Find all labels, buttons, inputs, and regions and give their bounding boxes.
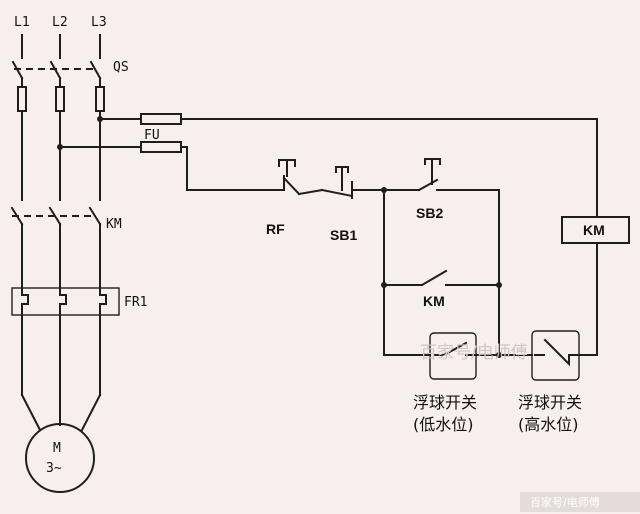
control-fuse-bottom xyxy=(140,141,182,153)
qs-switch xyxy=(11,60,102,80)
km-coil: KM xyxy=(561,216,630,244)
qs-label: QS xyxy=(113,60,129,75)
km-coil-label: KM xyxy=(583,222,605,238)
km-aux-contact: KM xyxy=(420,269,448,309)
sb1-label: SB1 xyxy=(330,227,357,243)
fr1-thermal-relay xyxy=(11,287,120,316)
control-fuse-top xyxy=(140,113,182,125)
fu-label: FU xyxy=(144,128,160,143)
motor: M 3~ xyxy=(25,423,95,493)
power-labels: L1 L2 L3 QS FU KM FR1 xyxy=(14,15,160,310)
rf-label: RF xyxy=(266,221,285,237)
watermark-corner-bg xyxy=(520,492,640,512)
float-switch-high xyxy=(531,330,580,381)
motor-label-m: M xyxy=(53,441,61,456)
l1-label: L1 xyxy=(14,15,30,30)
watermark-corner: 百家号/电师傅 xyxy=(530,495,600,509)
float-high-caption-2: (高水位) xyxy=(518,415,579,434)
rf-contact: RF xyxy=(266,159,324,237)
float-captions: 浮球开关 (低水位) 浮球开关 (高水位) xyxy=(413,393,582,434)
float-low-caption-2: (低水位) xyxy=(413,415,474,434)
km-main-contacts xyxy=(10,206,102,226)
watermarks: 百家号/电师傅 百家号/电师傅 xyxy=(420,343,640,512)
km-aux-label: KM xyxy=(423,293,445,309)
motor-label-phase: 3~ xyxy=(46,461,62,476)
l2-label: L2 xyxy=(52,15,68,30)
float-low-caption-1: 浮球开关 xyxy=(413,393,477,412)
phase-lines xyxy=(21,34,101,426)
motor-leads xyxy=(20,393,102,432)
control-wiring xyxy=(59,113,598,356)
control-junctions xyxy=(381,187,502,358)
km-main-label: KM xyxy=(106,217,122,232)
float-high-caption-1: 浮球开关 xyxy=(518,393,582,412)
sb2-label: SB2 xyxy=(416,205,443,221)
fr1-label: FR1 xyxy=(124,295,147,310)
sb2-start-button: SB2 xyxy=(416,158,443,221)
power-junctions xyxy=(57,116,103,150)
l3-label: L3 xyxy=(91,15,107,30)
main-fuses xyxy=(17,86,105,112)
watermark-center: 百家号/电师傅 xyxy=(420,343,528,363)
float-switch-low xyxy=(429,332,477,380)
sb1-stop-button: SB1 xyxy=(320,166,357,243)
